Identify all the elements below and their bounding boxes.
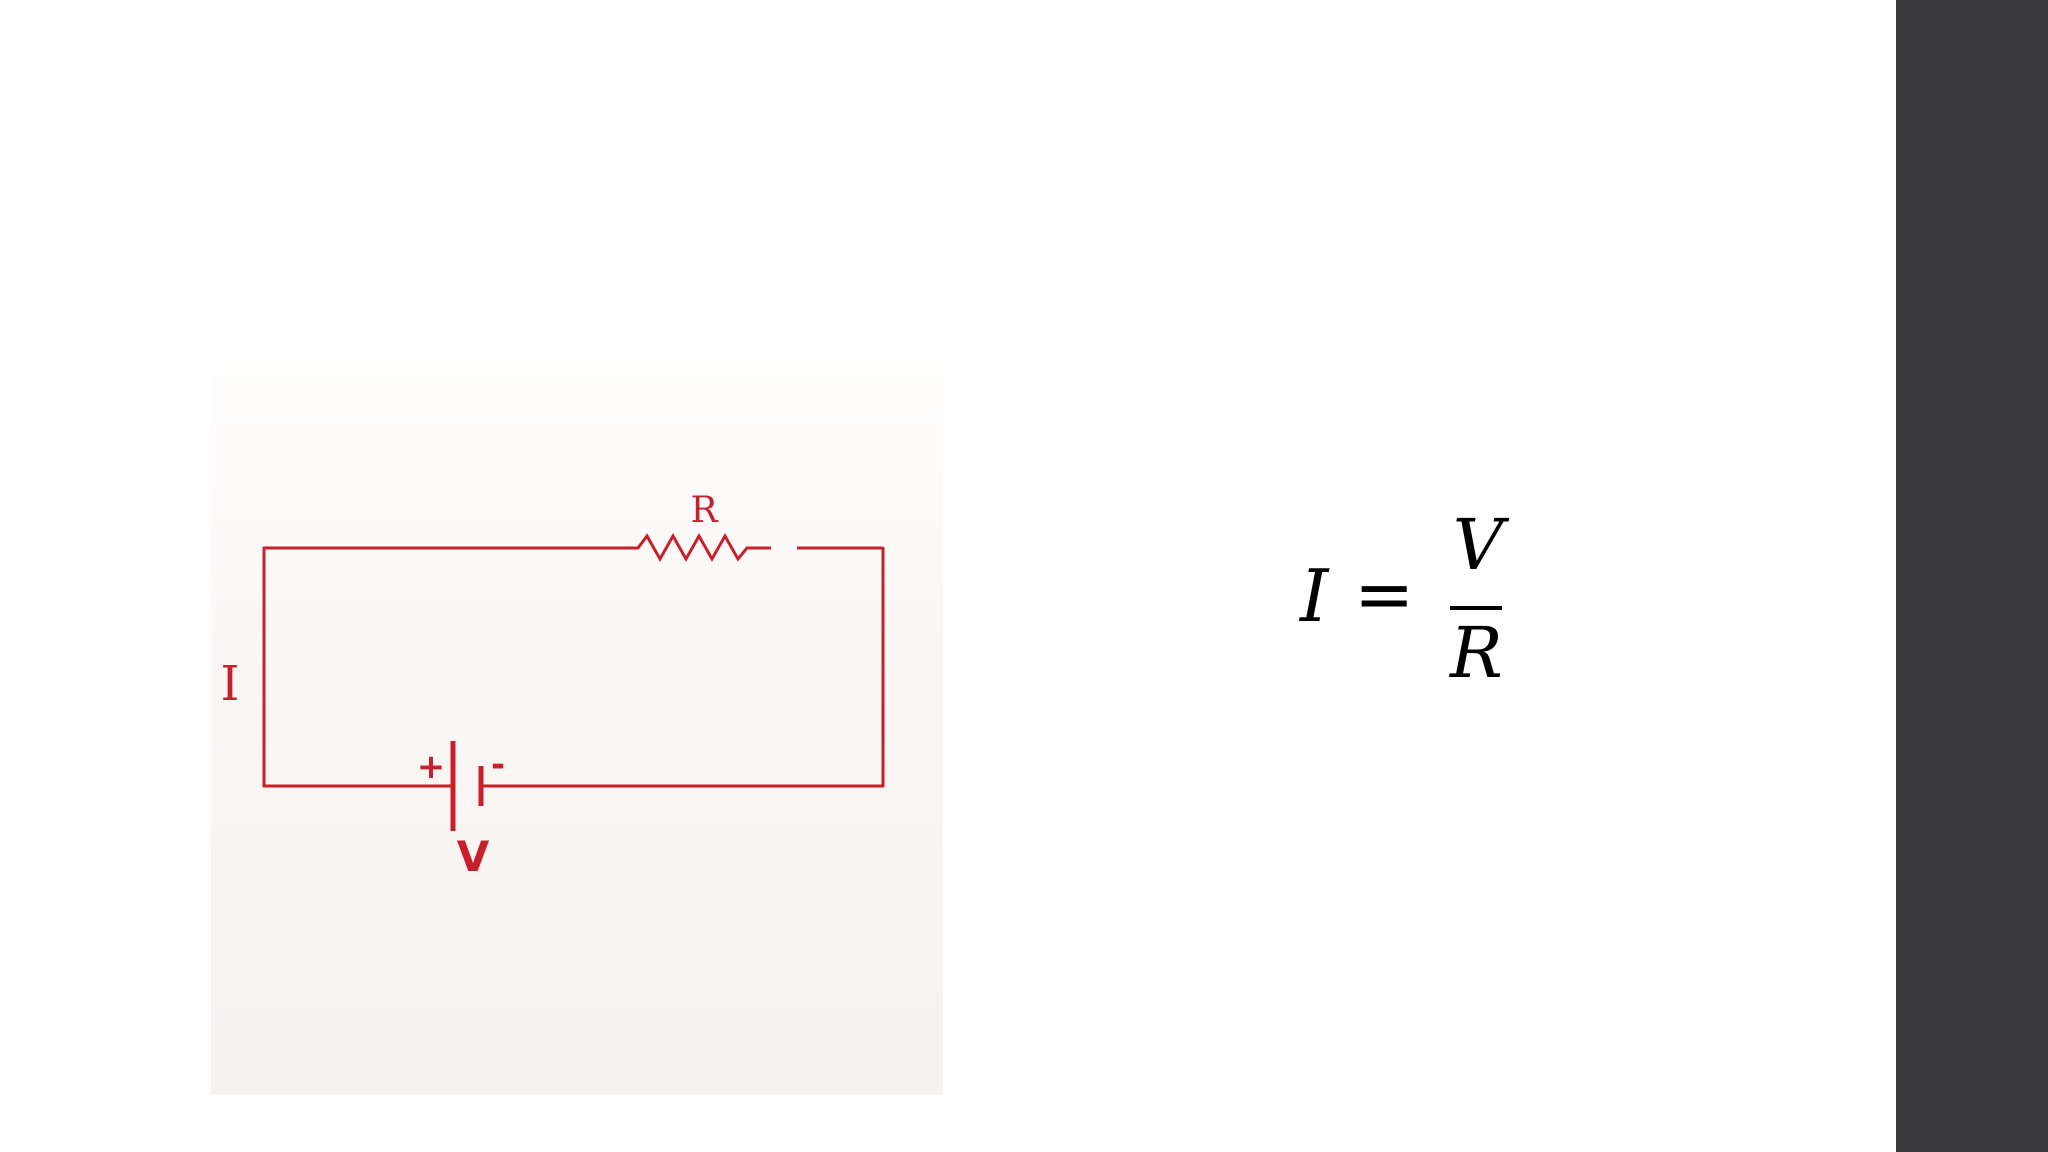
- formula-denominator: R: [1450, 612, 1503, 694]
- formula-equals: =: [1354, 552, 1415, 636]
- current-label: I: [221, 656, 240, 712]
- positive-terminal-label: +: [417, 747, 446, 787]
- voltage-label: V: [457, 832, 490, 881]
- ohms-law-formula: I = V R: [1300, 510, 1520, 700]
- negative-terminal-label: -: [491, 745, 505, 785]
- circuit-diagram: R I + - V: [221, 490, 885, 881]
- circuit-diagram-image: R I + - V: [211, 300, 943, 1095]
- slide-canvas: R I + - V I = V R: [211, 300, 1520, 1095]
- right-sidebar-panel: [1896, 0, 2048, 1152]
- formula-current: I: [1300, 554, 1329, 638]
- formula-numerator: V: [1452, 504, 1504, 586]
- resistor-symbol: [614, 532, 771, 563]
- formula-fraction-bar: [1450, 606, 1502, 610]
- resistor-label: R: [690, 490, 718, 531]
